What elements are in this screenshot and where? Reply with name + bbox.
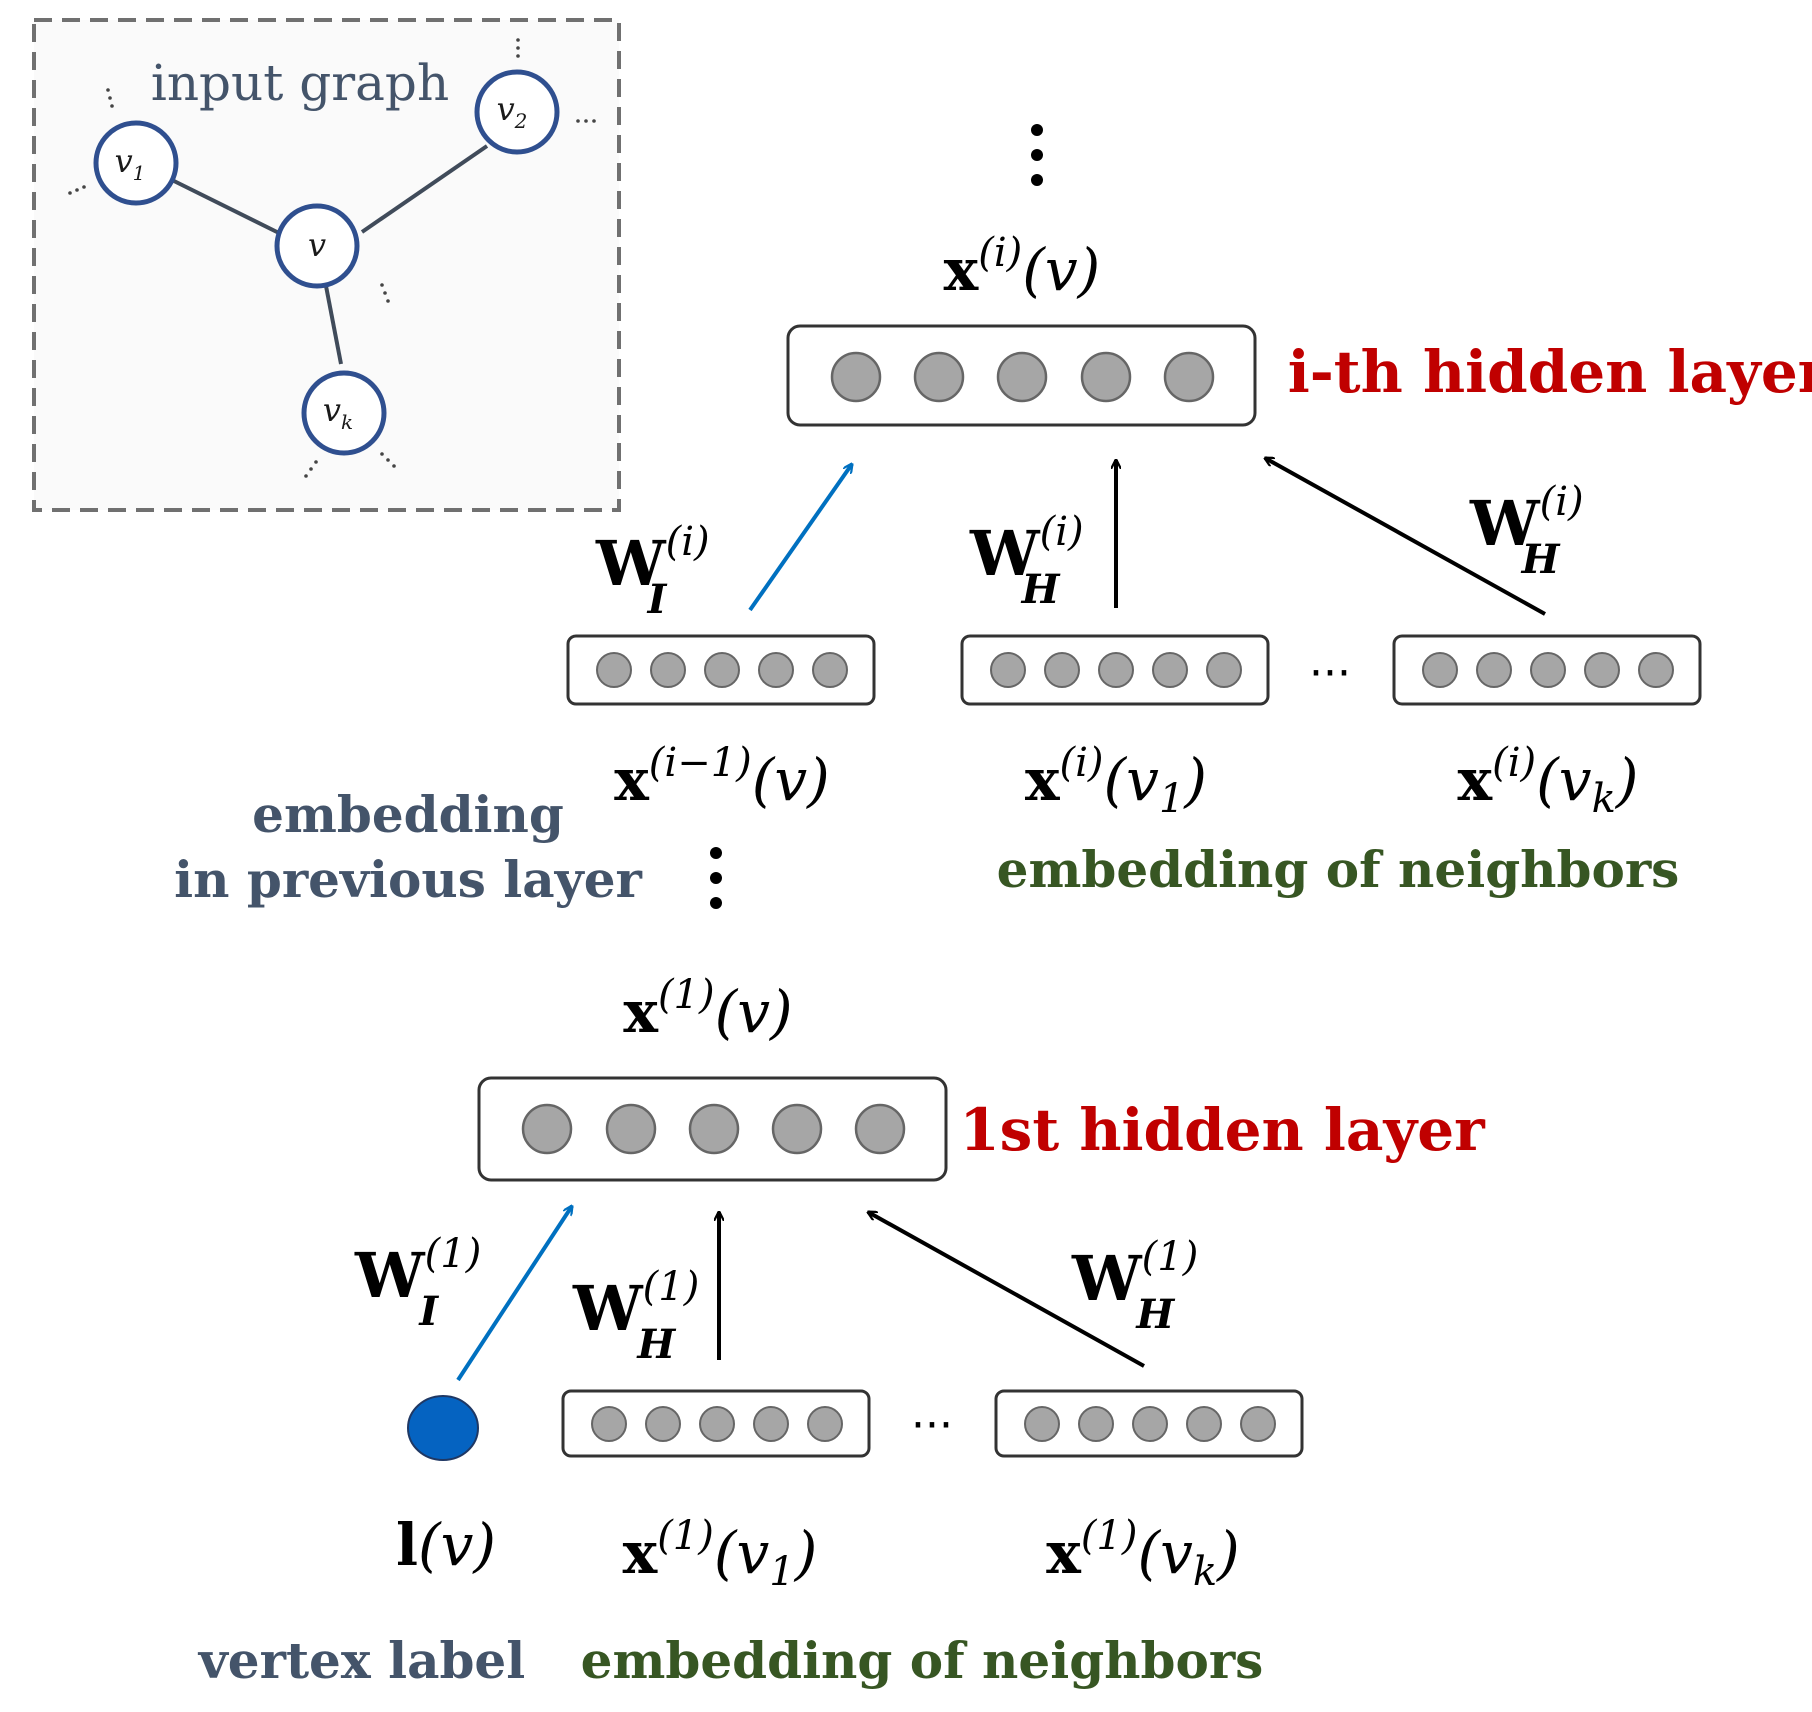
graph-ellipsis-dots: [68, 38, 596, 478]
svg-text:v1: v1: [115, 142, 146, 185]
edge-v1-v: [171, 178, 284, 237]
vertex-label-node: [407, 1395, 479, 1461]
horizontal-ellipsis-i: ···: [1309, 648, 1351, 699]
svg-text:vk: vk: [323, 391, 353, 434]
weight-wi-i: W(i)I: [595, 519, 710, 623]
neighbor-v1-vector-1: [561, 1389, 871, 1458]
edge-v-vk: [324, 285, 343, 365]
neighbor-v1-label-i: x(i)(v1): [1025, 740, 1207, 822]
arrow-wi-1: [456, 1206, 572, 1382]
input-graph-title: input graph: [151, 54, 449, 112]
edge-v2-v: [360, 144, 489, 234]
arrow-wh-i-right: [1265, 456, 1546, 616]
neighbor-vk-vector-1: [994, 1389, 1304, 1458]
svg-text:v: v: [308, 226, 326, 264]
input-graph-panel: input graph v1 v2 v vk: [32, 18, 621, 512]
arrow-wh-1-right: [868, 1210, 1145, 1368]
vertical-ellipsis-top: [1031, 124, 1043, 186]
ith-layer-neurons: [830, 351, 1215, 403]
embedding-prev-caption-line2: in previous layer: [174, 850, 642, 909]
vertex-label-math: l(v): [396, 1511, 496, 1579]
graph-node-v2: v2: [474, 69, 560, 155]
prev-layer-label: x(i−1)(v): [614, 740, 830, 814]
weight-wh-i-right: W(i)H: [1469, 479, 1584, 583]
ith-hidden-layer-label: i-th hidden layer: [1288, 338, 1812, 406]
graph-node-v: v: [274, 203, 360, 289]
vertical-ellipsis-middle: [710, 847, 722, 909]
neighbor-vk-label-i: x(i)(vk): [1458, 740, 1639, 822]
vertex-label-caption: vertex label: [198, 1631, 526, 1690]
neighbor-vk-vector-i: [1392, 634, 1702, 706]
ith-layer-output-label: x(i)(v): [944, 230, 1101, 304]
first-layer-output-label: x(1)(v): [623, 972, 792, 1046]
arrow-wi-i: [748, 464, 852, 612]
embedding-neighbors-caption-1: embedding of neighbors: [581, 1631, 1264, 1690]
graph-node-v1: v1: [93, 120, 179, 206]
embedding-prev-caption-line1: embedding: [252, 785, 564, 844]
weight-wh-i-center: W(i)H: [969, 509, 1084, 613]
horizontal-ellipsis-1: ···: [911, 1400, 953, 1451]
ith-hidden-layer-vector: [786, 324, 1257, 427]
weight-wi-1: W(1)I: [354, 1231, 481, 1335]
neighbor-vk-label-1: x(1)(vk): [1046, 1513, 1240, 1595]
weight-wh-1-center: W(1)H: [572, 1264, 699, 1368]
embedding-neighbors-caption-i: embedding of neighbors: [997, 840, 1680, 899]
first-hidden-layer-label: 1st hidden layer: [959, 1096, 1486, 1164]
neighbor-v1-vector-i: [960, 634, 1270, 706]
first-layer-neurons: [521, 1103, 906, 1155]
svg-text:v2: v2: [497, 90, 528, 133]
first-hidden-layer-vector: [477, 1076, 948, 1182]
prev-layer-vector: [566, 634, 876, 706]
neighbor-v1-label-1: x(1)(v1): [623, 1513, 818, 1595]
weight-wh-1-right: W(1)H: [1071, 1234, 1198, 1338]
graph-node-vk: vk: [301, 370, 387, 456]
